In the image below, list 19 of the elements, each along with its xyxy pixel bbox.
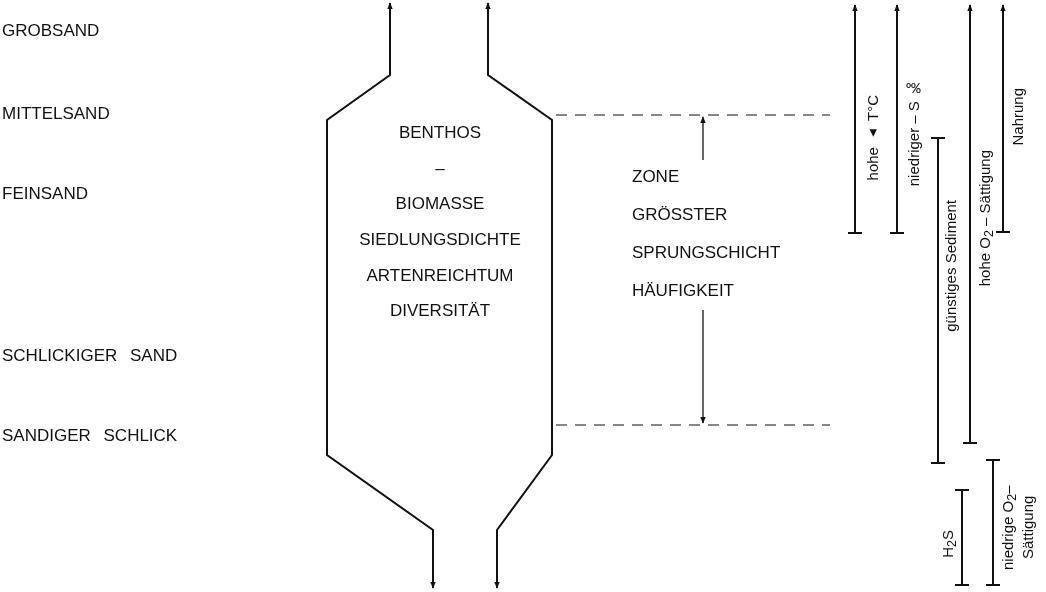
list-item: DIVERSITÄT (389, 302, 491, 322)
zone-label: GRÖSSTER (632, 206, 728, 225)
list-item: SIEDLUNGSDICHTE (359, 231, 521, 250)
sediment-label: SCHLICKIGER SAND (2, 347, 178, 366)
heading: BENTHOS (398, 124, 482, 143)
factor-label: Nahrung (1010, 88, 1027, 146)
factor-label: günstiges Sediment (943, 200, 960, 332)
sediment-label: SANDIGER SCHLICK (2, 427, 178, 446)
zone-label: HÄUFIGKEIT (632, 282, 734, 301)
sediment-label: MITTELSAND (2, 105, 110, 124)
zone-label: SPRUNGSCHICHT (632, 244, 781, 263)
zone-label: ZONE (632, 168, 680, 187)
dash: – (435, 159, 445, 179)
factor-label: niedriger – S ‰ (906, 80, 923, 187)
sediment-label: GROBSAND (2, 22, 100, 41)
list-item: ARTENREICHTUM (366, 266, 514, 286)
sediment-label: FEINSAND (2, 185, 88, 204)
factor-label: hohe ▴ T°C (865, 95, 882, 181)
list-item: BIOMASSE (395, 195, 485, 215)
